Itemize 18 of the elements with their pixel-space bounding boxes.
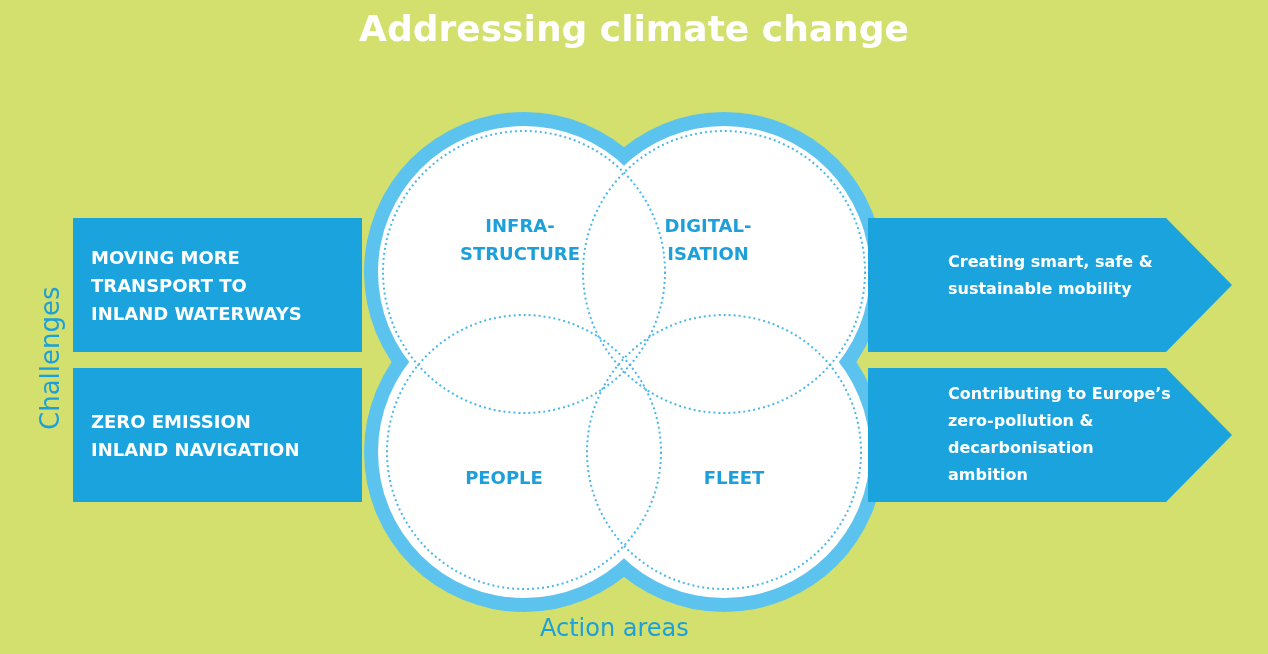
title: Addressing climate change (359, 8, 909, 49)
axis-caption: Action areas (540, 614, 689, 642)
dotted-circle (386, 314, 662, 590)
dotted-circle (382, 130, 666, 414)
chevron-arrow (868, 218, 1232, 352)
dotted-circle (586, 314, 862, 590)
area-label: INFRA- STRUCTURE (460, 214, 580, 266)
area-label: FLEET (702, 466, 766, 490)
dotted-circle (582, 130, 866, 414)
goal-text: Creating smart, safe & sustainable mobility (948, 251, 1154, 300)
goal-text: Contributing to Europe’s zero-pollution & decarbonisation ambition (948, 383, 1172, 486)
arrow-band (73, 218, 362, 352)
area-label: PEOPLE (464, 466, 544, 490)
arrow-band (73, 368, 362, 502)
chevron-arrow (868, 368, 1232, 502)
area-label: DIGITAL- ISATION (663, 214, 753, 266)
challenge-text: MOVING MORE TRANSPORT TO INLAND WATERWAYS (91, 246, 303, 326)
challenge-text: ZERO EMISSION INLAND NAVIGATION (91, 410, 301, 462)
